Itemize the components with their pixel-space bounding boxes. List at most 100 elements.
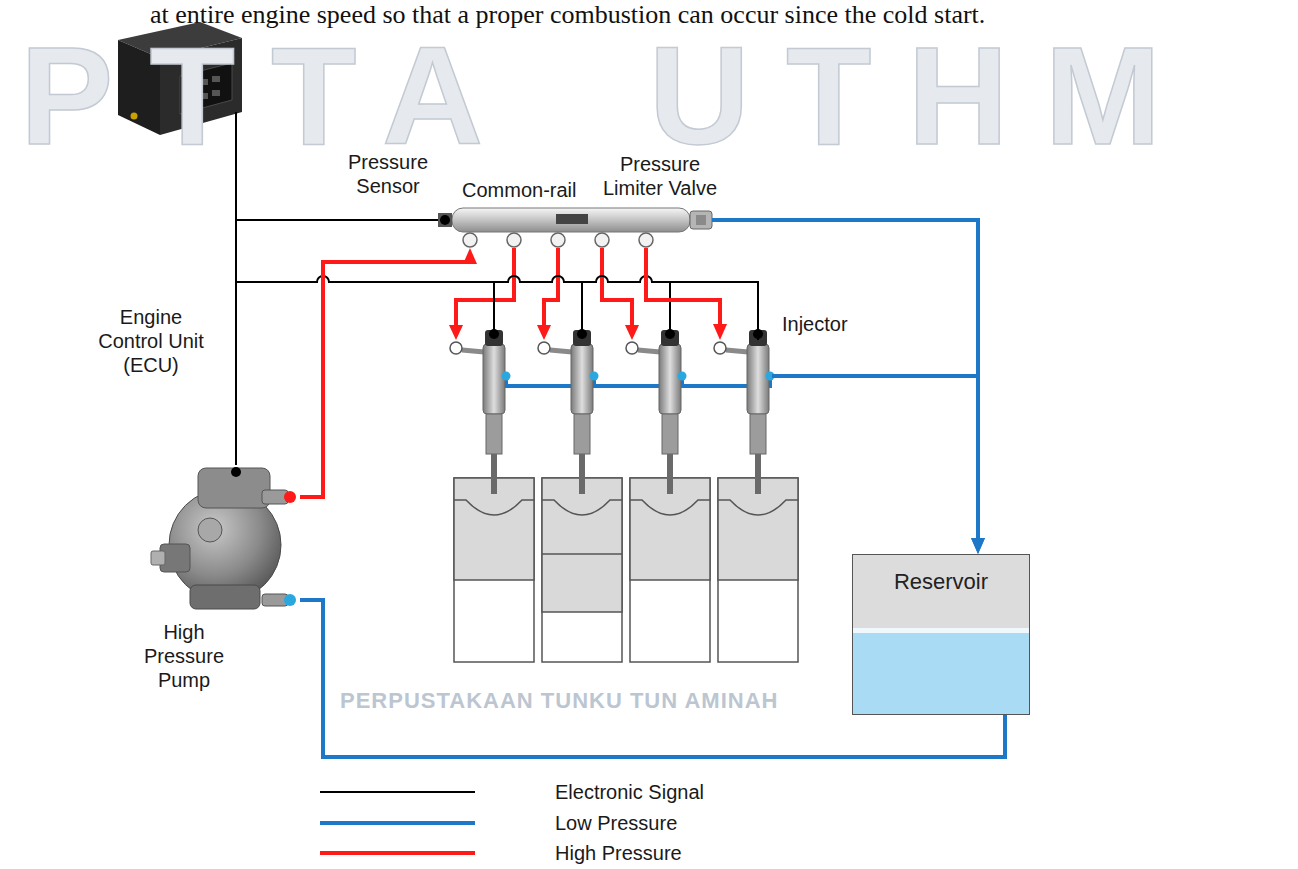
legend-line-sample xyxy=(320,791,475,793)
connector xyxy=(300,248,477,497)
pump-body-part xyxy=(231,467,241,477)
pump-body-part xyxy=(284,491,296,503)
injector-bodies-part xyxy=(538,342,550,354)
limiter-valve-part-part xyxy=(690,211,712,229)
injector-bodies-part xyxy=(450,342,462,354)
node-label: Common-rail xyxy=(462,178,576,202)
legend-item: High Pressure xyxy=(555,841,682,865)
cylinder-block-part xyxy=(454,478,534,662)
high-pressure-injector-lines-part xyxy=(537,325,551,340)
cylinder-block-part xyxy=(718,500,798,515)
injector-bodies-part xyxy=(590,372,599,381)
legend-text: High Pressure xyxy=(555,841,682,865)
connector xyxy=(236,135,237,465)
pump-body-part xyxy=(151,551,165,565)
injector-bodies-part xyxy=(667,454,673,494)
injector-bodies-part xyxy=(659,344,681,414)
high-pressure-injector-lines-part xyxy=(602,248,632,326)
common-rail-tube-part xyxy=(595,233,609,247)
arrow-head xyxy=(971,538,985,554)
arrow-head xyxy=(713,324,727,340)
injector-bodies-part xyxy=(726,350,748,352)
injector-return-line xyxy=(506,376,770,386)
legend-text: Low Pressure xyxy=(555,811,677,835)
injector-bodies-part xyxy=(574,414,590,454)
pressure-sensor: Pressure Sensor xyxy=(438,212,452,228)
label-holder: PERPUSTAKAAN TUNKU TUN AMINAH xyxy=(340,688,778,714)
high-pressure-injector-lines-part xyxy=(456,248,514,326)
injector-bodies-part xyxy=(573,330,591,346)
injector-signal-wires xyxy=(494,282,670,334)
limiter-valve-part xyxy=(690,211,712,229)
injector-bodies-part xyxy=(577,329,587,339)
watermark: PERPUSTAKAAN TUNKU TUN AMINAH xyxy=(340,688,778,714)
cylinder-block-part xyxy=(718,478,798,662)
arrow-head xyxy=(971,538,985,554)
label-holder: Engine Control Unit (ECU) xyxy=(90,305,212,377)
injector-bodies-part xyxy=(714,342,726,354)
pressure-sensor-part-part xyxy=(438,213,452,227)
node-label: Engine Control Unit (ECU) xyxy=(90,305,212,377)
arrow-head xyxy=(463,248,477,264)
connector-line xyxy=(300,262,470,497)
injector-bodies-part xyxy=(571,344,593,414)
watermark: PTTA UTHM xyxy=(20,26,1197,166)
cylinder-block-part xyxy=(542,500,622,515)
injector-bodies-part xyxy=(678,372,687,381)
common-rail-tube-part xyxy=(463,233,477,247)
high-pressure-injector-lines-part xyxy=(544,248,558,326)
legend-line-sample xyxy=(320,821,475,825)
connector xyxy=(712,220,985,554)
pump-body xyxy=(151,467,296,609)
pump-body-part xyxy=(284,594,296,606)
common-rail-tube-part xyxy=(551,233,565,247)
pressure-sensor-part xyxy=(438,213,452,227)
injector-bodies-part xyxy=(462,350,484,352)
cylinder-block xyxy=(454,478,798,662)
cylinder-block-part xyxy=(630,500,710,515)
high-pressure-injector-lines-part xyxy=(625,325,639,340)
high-pressure-injector-lines-part xyxy=(449,325,463,340)
injector-bodies-part xyxy=(662,414,678,454)
injector-bodies-part xyxy=(750,414,766,454)
injector-bodies-part xyxy=(491,454,497,494)
injector-bodies-part xyxy=(638,350,660,352)
label-holder: High Pressure Pump xyxy=(139,620,229,692)
pump-body-part xyxy=(190,585,260,609)
injector-bodies-part xyxy=(579,454,585,494)
label-holder: Injector xyxy=(782,312,848,336)
connector xyxy=(646,248,727,340)
cylinder-block-part xyxy=(454,500,534,515)
common-rail-tube-part xyxy=(556,214,588,224)
injector-bodies-part xyxy=(665,329,675,339)
pressure-sensor-part-part xyxy=(440,215,450,225)
injector-bodies-part xyxy=(747,344,769,414)
legend-item: Electronic Signal xyxy=(555,780,704,804)
label-holder: PTTA UTHM xyxy=(20,26,1197,166)
common-rail-tube-part xyxy=(452,208,690,232)
node-label: High Pressure Pump xyxy=(139,620,229,692)
limiter-valve-part-part xyxy=(696,215,706,225)
injector-bodies-part xyxy=(486,414,502,454)
connector-line xyxy=(772,376,978,540)
injector-bodies-part xyxy=(489,329,499,339)
common-rail-tube-part xyxy=(639,233,653,247)
injector-bodies-part xyxy=(755,454,761,494)
high-pressure-injector-lines xyxy=(449,248,639,340)
label-holder: Common-rail xyxy=(462,178,576,202)
injector: Injector xyxy=(712,340,772,500)
node-label: Reservoir xyxy=(853,569,1029,595)
injector-bodies-part xyxy=(661,330,679,346)
common-rail-tube-part xyxy=(507,233,521,247)
cylinder-block-part xyxy=(630,478,710,662)
injector-bodies-part xyxy=(485,330,503,346)
pressure-limiter-valve: Pressure Limiter Valve xyxy=(690,210,712,230)
injector-bodies-part xyxy=(502,372,511,381)
connector-line xyxy=(712,220,978,540)
connector xyxy=(772,376,985,554)
injector-bodies xyxy=(450,329,775,494)
pump-body-part xyxy=(198,468,270,508)
injector-return-line-part xyxy=(506,376,770,386)
injector-signal-wires-part xyxy=(494,282,670,334)
